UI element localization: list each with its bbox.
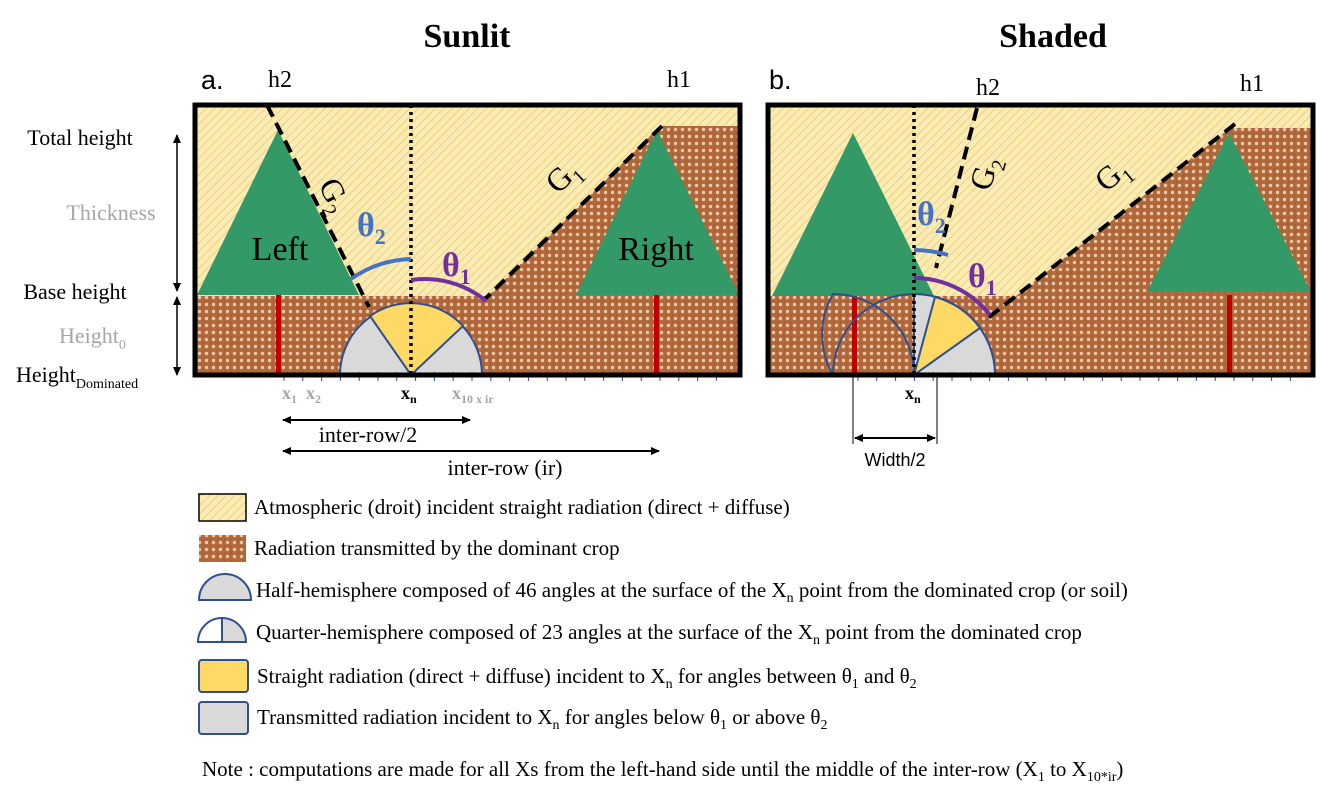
height0-label: Height0: [59, 323, 126, 353]
panel-a-left-trunk: [276, 295, 281, 375]
panel-b-left-trunk: [852, 295, 857, 375]
panel-a-letter: a.: [201, 65, 224, 95]
panel-a-half-interrow-label: inter-row/2: [319, 422, 418, 447]
panel-a-theta1-arc: [410, 277, 488, 303]
panel-b-heading: Shaded: [999, 18, 1107, 55]
panel-a-h1-label: h1: [667, 67, 691, 93]
panel-b-right-tree: [1147, 133, 1311, 292]
legend-quarter-hemisphere-icon: [221, 616, 248, 643]
note-text: Note : computations are made for all Xs …: [202, 757, 1123, 785]
panel-a-right-tree: [576, 130, 739, 295]
panel-a-xn-label: xn: [401, 383, 417, 406]
legend-text-crop: Radiation transmitted by the dominant cr…: [254, 536, 620, 560]
panel-b-left-tree: [772, 133, 934, 296]
panel-b-h1-label: h1: [1240, 71, 1264, 97]
panel-b-quarter-outline: [821, 292, 916, 376]
legend-item-straight: Straight radiation (direct + diffuse) in…: [198, 659, 917, 693]
panel-a-right-trunk: [654, 295, 659, 375]
legend-text-straight: Straight radiation (direct + diffuse) in…: [257, 664, 917, 692]
legend-quarter-empty: [196, 616, 223, 643]
legend-item-crop: Radiation transmitted by the dominant cr…: [199, 535, 620, 562]
panel-a-g2-line: [265, 104, 371, 308]
panel-a-sky-sector: [368, 302, 465, 377]
legend-swatch-hatch: [198, 493, 247, 522]
panel-b-right-trunk: [1227, 295, 1232, 375]
panel-a-theta2-arc: [349, 257, 412, 281]
panel-b-letter: b.: [769, 65, 792, 95]
height-dominated-label: HeightDominated: [16, 362, 138, 392]
panel-b-theta1-arc: [913, 276, 992, 317]
panel-a-right-tree-label: Right: [618, 231, 694, 268]
panel-a-left-tree-label: Left: [252, 231, 309, 268]
panel-a-heading: Sunlit: [424, 18, 512, 55]
legend: Atmospheric (droit) incident straight ra…: [196, 493, 1128, 735]
legend-item-atmospheric: Atmospheric (droit) incident straight ra…: [198, 493, 790, 522]
panel-a-interrow-label: inter-row (ir): [447, 455, 562, 480]
panel-b-g2-line: [934, 107, 979, 269]
panel-a-x1-label: x1: [282, 383, 297, 406]
panel-a-h2-label: h2: [268, 67, 292, 93]
legend-swatch-straight: [198, 659, 249, 693]
panel-a-frame: [192, 102, 743, 378]
legend-text-atmospheric: Atmospheric (droit) incident straight ra…: [254, 495, 790, 519]
legend-item-quarter-hemisphere: Quarter-hemisphere composed of 23 angles…: [196, 616, 1082, 648]
panel-b-theta2-arc: [913, 248, 949, 257]
panel-b-sky-sector: [912, 295, 982, 378]
legend-swatch-transmitted: [198, 701, 249, 735]
legend-text-transmitted: Transmitted radiation incident to Xn for…: [257, 705, 828, 733]
panel-a-g1-line: [482, 124, 664, 302]
legend-half-hemisphere-icon: [197, 573, 253, 601]
panel-a-x10-label: x10 x ir: [452, 383, 494, 406]
panel-b-width-label: Width/2: [864, 450, 925, 470]
panel-b-theta2: θ2: [917, 196, 946, 238]
panel-a: Sunlit a. h2 h1 Left Right θ1 θ2 G2 G1: [192, 18, 743, 480]
height-axis: Total height Thickness Base height Heigh…: [16, 125, 181, 392]
legend-item-half-hemisphere: Half-hemisphere composed of 46 angles at…: [197, 573, 1128, 606]
panel-a-theta1: θ1: [442, 247, 471, 289]
total-height-label: Total height: [27, 125, 132, 150]
thickness-label: Thickness: [66, 200, 155, 225]
panel-b-frame: [765, 102, 1316, 378]
panel-b-xn-label: xn: [905, 383, 921, 406]
legend-item-transmitted: Transmitted radiation incident to Xn for…: [198, 701, 828, 735]
panel-a-left-tree: [197, 130, 359, 295]
legend-swatch-dots: [199, 535, 246, 562]
legend-text-half-hemisphere: Half-hemisphere composed of 46 angles at…: [256, 578, 1128, 606]
panel-b-h2-label: h2: [976, 75, 1000, 101]
legend-text-quarter-hemisphere: Quarter-hemisphere composed of 23 angles…: [256, 620, 1082, 648]
base-height-label: Base height: [23, 279, 126, 304]
panel-b-theta1: θ1: [968, 258, 997, 300]
panel-b: Shaded b. h2 h1 θ2 θ1 G2 G1 xn: [765, 18, 1316, 470]
panel-a-x2-label: x2: [306, 383, 321, 406]
panel-b-g1-line: [986, 122, 1237, 320]
panel-a-theta2: θ2: [357, 207, 386, 249]
